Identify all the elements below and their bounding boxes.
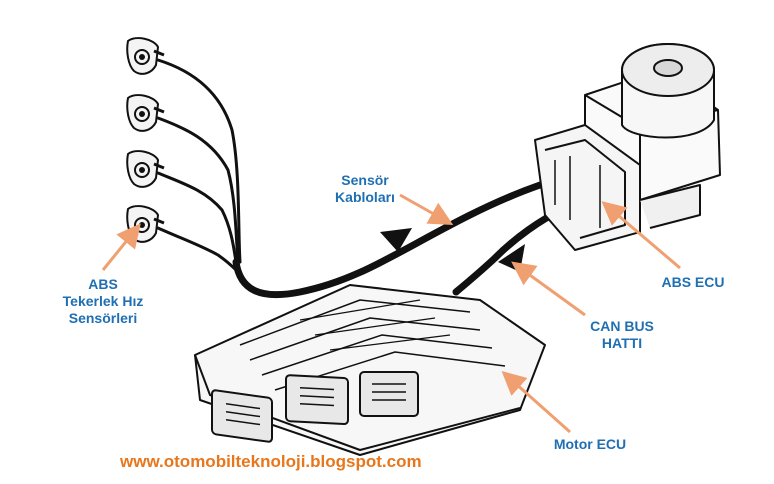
engine-ecu bbox=[194, 284, 546, 456]
wheel-speed-sensor-4 bbox=[126, 205, 165, 243]
label-can-bus-line2: HATTI bbox=[601, 335, 643, 351]
pointer-arrows bbox=[101, 193, 681, 434]
arrow-abs-ecu bbox=[601, 201, 681, 270]
label-sensor-cables-line1: Sensör bbox=[341, 172, 389, 188]
sensor-flow-arrow bbox=[380, 228, 412, 252]
website-url: www.otomobilteknoloji.blogspot.com bbox=[120, 452, 422, 471]
label-sensor-cables-line2: Kabloları bbox=[335, 189, 395, 205]
label-abs-ecu: ABS ECU bbox=[661, 274, 725, 290]
label-sensor-cables: Sensör Kabloları bbox=[322, 172, 408, 206]
wheel-speed-sensor-2 bbox=[126, 94, 165, 132]
label-can-bus-line1: CAN BUS bbox=[590, 318, 654, 334]
can-bus-cable bbox=[452, 204, 569, 296]
sensor-cables bbox=[156, 58, 544, 299]
arrow-motor-ecu bbox=[501, 371, 571, 434]
label-can-bus: CAN BUS HATTI bbox=[576, 318, 668, 352]
label-abs-sensors-line2: Tekerlek Hız bbox=[62, 293, 144, 309]
arrow-abs-sensors bbox=[101, 223, 141, 271]
wheel-speed-sensor-3 bbox=[126, 150, 165, 188]
arrow-sensor-cables bbox=[399, 193, 454, 225]
wheel-speed-sensor-1 bbox=[126, 37, 165, 75]
label-abs-sensors-line1: ABS bbox=[88, 276, 118, 292]
label-abs-sensors: ABS Tekerlek Hız Sensörleri bbox=[48, 276, 158, 327]
arrow-can-bus bbox=[511, 261, 586, 317]
label-motor-ecu: Motor ECU bbox=[553, 436, 627, 452]
abs-ecu-module bbox=[534, 43, 721, 251]
label-abs-sensors-line3: Sensörleri bbox=[68, 310, 138, 326]
